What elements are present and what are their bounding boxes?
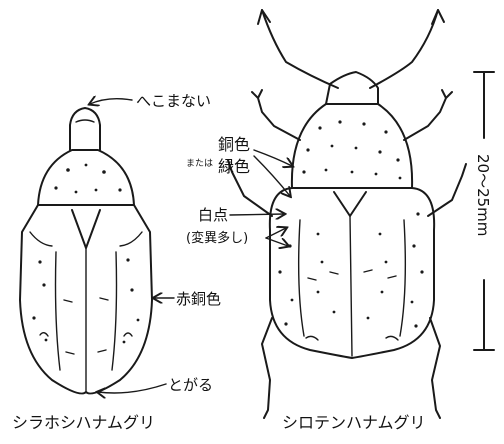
size-indicator: 20〜25mm [474, 72, 494, 350]
right-beetle-right-antenna [370, 10, 438, 88]
tail-arrow [98, 384, 166, 393]
right-beetle-front-legs [252, 90, 300, 140]
note-color-a: 銅色 [218, 135, 250, 154]
right-beetle-name: シロテンハナムグリ [282, 413, 426, 432]
left-beetle-name: シラホシハナムグリ [12, 413, 155, 432]
right-beetle-left-antenna [262, 10, 338, 88]
right-beetle-pronotum [292, 104, 412, 188]
right-beetle-scutellum [334, 192, 366, 216]
right-beetle-hind-legs [262, 318, 272, 418]
left-beetle-head [70, 108, 100, 150]
note-head: へこまない [136, 92, 211, 110]
spots-arrows [230, 214, 284, 215]
note-or: または [186, 158, 213, 169]
color-arrows [254, 150, 292, 166]
head-arrow [90, 99, 132, 104]
left-beetle-pronotum [38, 150, 134, 205]
left-beetle-scutellum [72, 210, 100, 248]
right-annotations: 銅色 または 緑色 白点 (変異多し) [186, 135, 292, 246]
note-spots: 白点 [198, 206, 228, 224]
note-body-color: 赤銅色 [176, 290, 221, 308]
left-beetle-pronotum-spots [54, 164, 121, 194]
note-spots-variation: (変異多し) [186, 230, 248, 246]
note-color-b: 緑色 [218, 157, 250, 176]
note-tail: とがる [168, 376, 213, 394]
left-beetle-drawing [20, 108, 152, 394]
size-label: 20〜25mm [474, 154, 492, 236]
right-beetle-pronotum-spots [302, 120, 401, 179]
